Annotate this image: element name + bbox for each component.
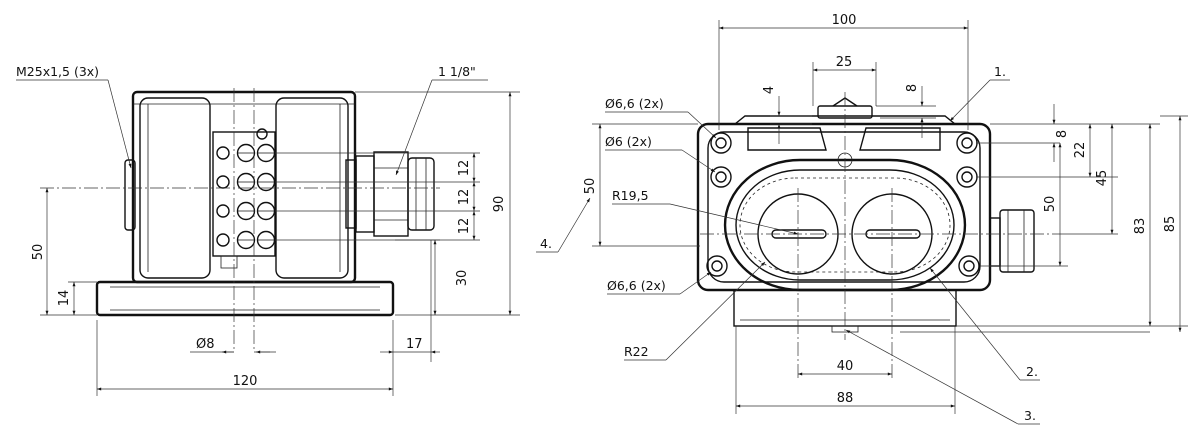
dim-120: 120: [233, 374, 258, 389]
callout-hole-6: Ø6 (2x): [605, 134, 652, 149]
terminal-block: [212, 131, 276, 257]
dim-4: 4: [762, 86, 777, 94]
dim-45: 45: [1095, 170, 1110, 187]
dim-83: 83: [1133, 218, 1148, 235]
dim-30: 30: [455, 270, 470, 287]
dim-40: 40: [837, 359, 854, 374]
mounting-holes: [706, 132, 980, 277]
item-4: 4.: [540, 236, 552, 251]
right-fitting: [345, 151, 435, 237]
dim-90: 90: [492, 196, 507, 213]
callout-hole-66-top: Ø6,6 (2x): [605, 96, 664, 111]
item-3: 3.: [1024, 408, 1036, 423]
dim-50-left: 50: [31, 244, 46, 261]
dim-8-top: 8: [905, 84, 920, 92]
callout-hole-66-bottom: Ø6,6 (2x): [607, 278, 666, 293]
side-view: 12 12 12 90 30 50 14 Ø8 17: [16, 64, 520, 396]
dim-85: 85: [1163, 216, 1178, 233]
callout-thread: M25x1,5 (3x): [16, 64, 99, 79]
callout-fitting: 1 1/8": [438, 64, 476, 79]
dim-50-front-left: 50: [583, 178, 598, 195]
item-2: 2.: [1026, 364, 1038, 379]
dim-12-a: 12: [457, 160, 472, 177]
dim-88: 88: [837, 391, 854, 406]
side-gland: [989, 209, 1035, 273]
dim-dia-8: Ø8: [196, 337, 215, 352]
dim-50-right: 50: [1043, 196, 1058, 213]
dim-14: 14: [57, 290, 72, 307]
callout-radius-22: R22: [624, 344, 649, 359]
dim-8-right: 8: [1055, 130, 1070, 138]
dim-25: 25: [836, 55, 853, 70]
dim-12-c: 12: [457, 218, 472, 235]
housing-body: [131, 90, 357, 284]
dim-22: 22: [1073, 142, 1088, 159]
dim-100: 100: [832, 13, 857, 28]
window-outer: [723, 158, 967, 292]
dim-12-b: 12: [457, 189, 472, 206]
callout-radius-19-5: R19,5: [612, 188, 649, 203]
front-view: 100 25 4 8 8 50 22: [536, 13, 1188, 425]
left-gland-stub: [124, 159, 136, 231]
item-1: 1.: [994, 64, 1006, 79]
dim-17: 17: [406, 337, 423, 352]
terminal-screws: [216, 128, 276, 250]
